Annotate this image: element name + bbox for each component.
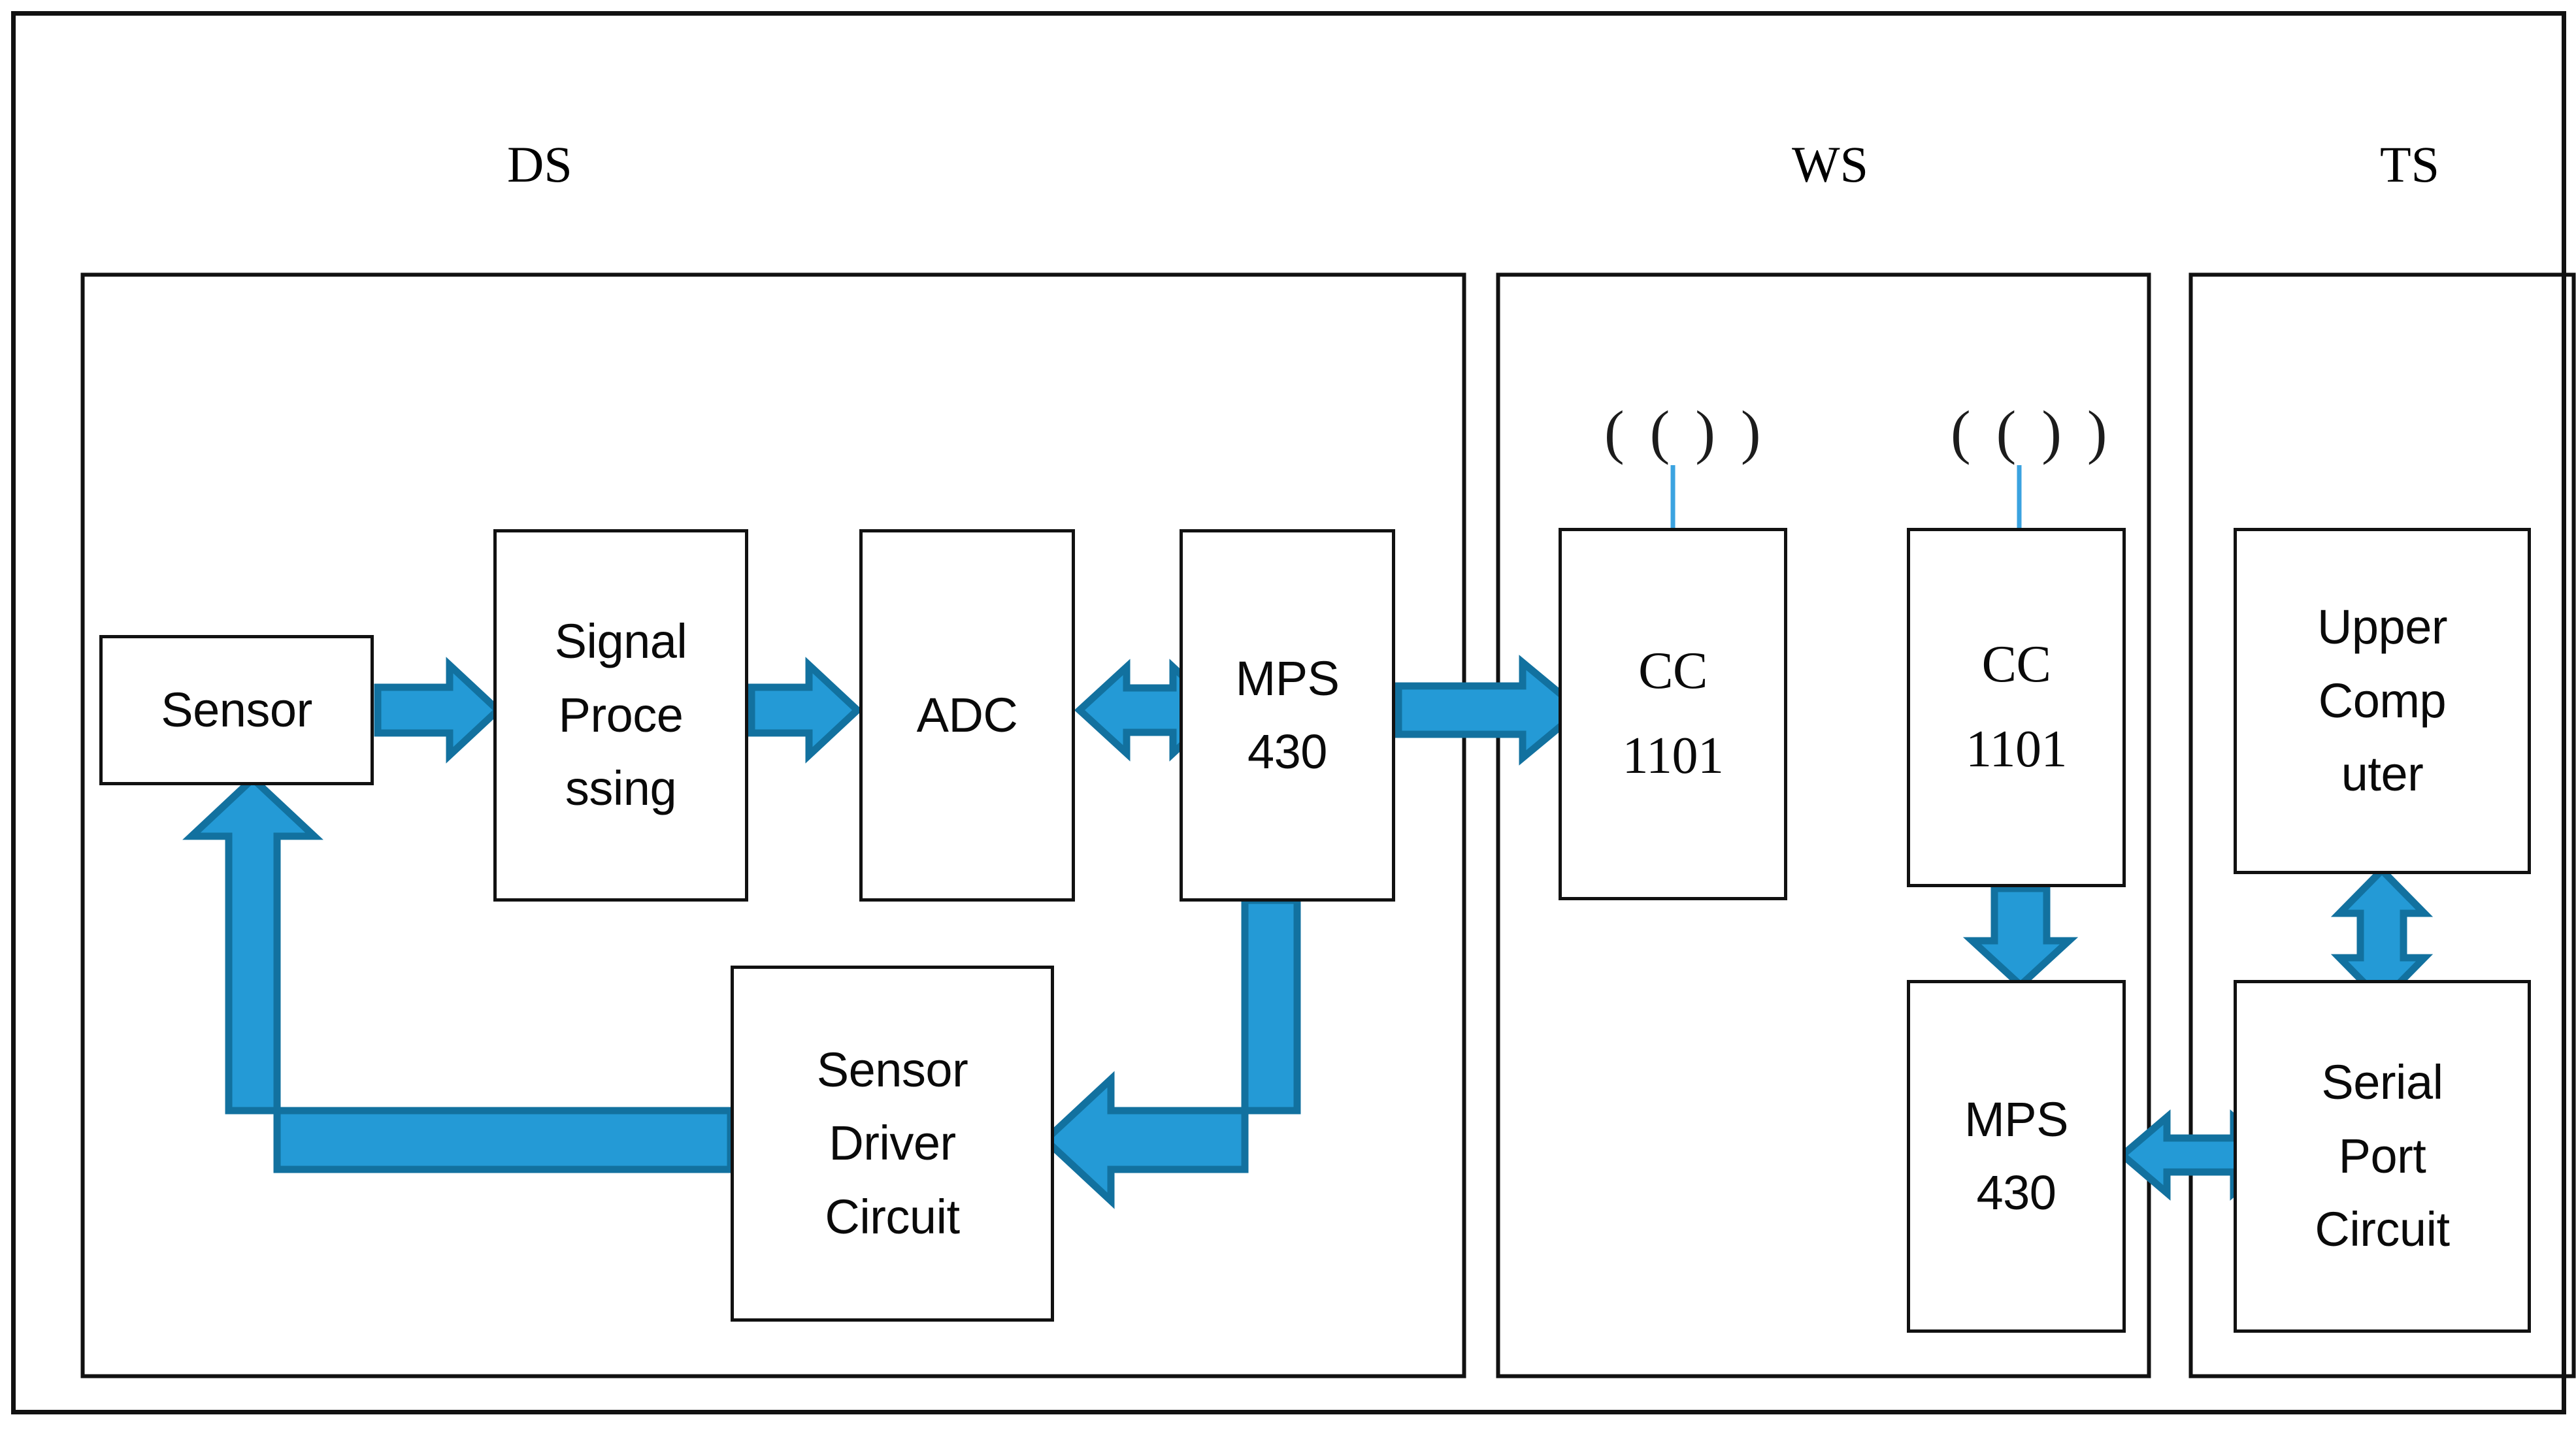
block-mps430-ds[interactable]: MPS 430 — [1180, 529, 1395, 902]
panel-ws — [1496, 272, 2151, 1378]
block-cc1101-ws-left[interactable]: CC 1101 — [1559, 528, 1787, 900]
block-upper-computer[interactable]: Upper Comp uter — [2234, 528, 2531, 874]
block-serial-port-circuit[interactable]: Serial Port Circuit — [2234, 980, 2531, 1333]
panel-label-ws: WS — [1792, 136, 1868, 193]
antenna-icon-cc1101-left: ( ( ) ) — [1604, 399, 1766, 465]
block-mps430-ws[interactable]: MPS 430 — [1907, 980, 2126, 1333]
outer-frame — [11, 11, 2566, 1414]
antenna-icon-cc1101-right: ( ( ) ) — [1951, 399, 2113, 465]
block-cc1101-ws-right[interactable]: CC 1101 — [1907, 528, 2126, 887]
panel-ds — [80, 272, 1466, 1378]
arrow-sensor-to-signal-processing — [374, 657, 504, 764]
elbow-mps430-ds-to-sensor-driver-circuit — [1040, 896, 1301, 1209]
block-adc[interactable]: ADC — [859, 529, 1075, 902]
block-label-serial-port-circuit: Serial Port Circuit — [2315, 1055, 2450, 1257]
block-label-mps430-ds: MPS 430 — [1235, 651, 1340, 779]
panel-ts — [2188, 272, 2576, 1378]
block-label-sensor-driver-circuit: Sensor Driver Circuit — [816, 1042, 968, 1244]
block-label-sensor: Sensor — [161, 682, 312, 737]
block-sensor-driver-circuit[interactable]: Sensor Driver Circuit — [731, 966, 1054, 1322]
block-label-adc: ADC — [916, 687, 1018, 742]
block-label-mps430-ws: MPS 430 — [1964, 1092, 2068, 1220]
panel-label-ts: TS — [2380, 136, 2440, 193]
block-sensor[interactable]: Sensor — [99, 635, 374, 785]
block-label-upper-computer: Upper Comp uter — [2317, 600, 2448, 802]
block-label-cc1101-ws-left: CC 1101 — [1622, 642, 1724, 785]
arrow-cc1101-ws-right-to-mps430-ws — [1962, 885, 2079, 990]
block-label-cc1101-ws-right: CC 1101 — [1965, 636, 2068, 778]
elbow-sensor-driver-circuit-to-sensor — [182, 774, 735, 1173]
arrow-mps430-ds-to-cc1101-ws-left — [1395, 655, 1586, 766]
arrow-signal-processing-to-adc — [748, 657, 863, 764]
block-signal-processing[interactable]: Signal Proce ssing — [493, 529, 748, 902]
panel-label-ds: DS — [507, 136, 572, 193]
block-label-signal-processing: Signal Proce ssing — [554, 614, 687, 816]
